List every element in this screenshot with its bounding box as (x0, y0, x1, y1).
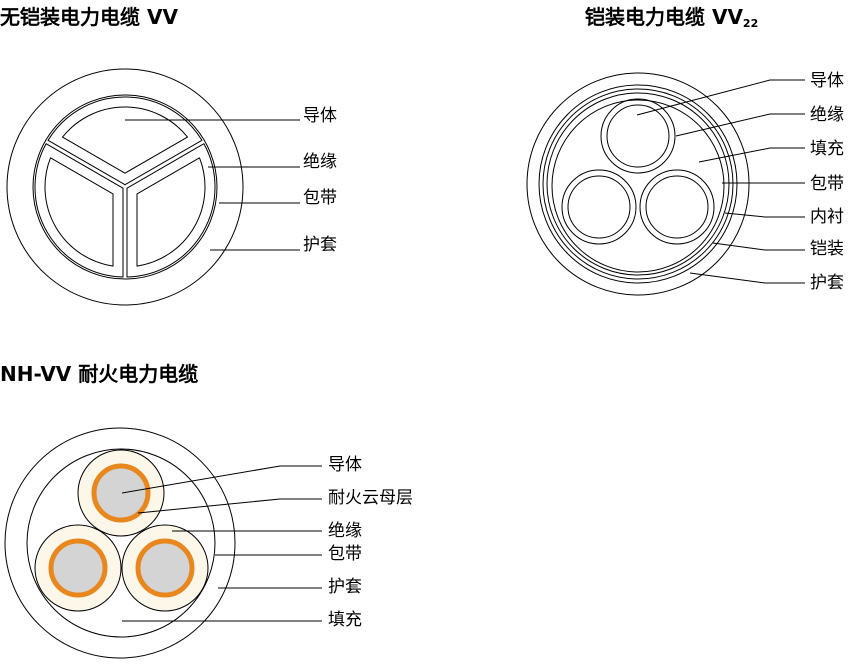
label-armor: 铠装 (810, 239, 844, 259)
label-mica-layer: 耐火云母层 (328, 488, 413, 508)
sector-cores (34, 96, 216, 278)
core-conductor (44, 157, 114, 267)
core-conductor-mica (91, 463, 151, 523)
tape-circle (32, 94, 218, 280)
leader-line (121, 465, 322, 494)
leader-line (698, 147, 805, 163)
leader-line (675, 113, 805, 137)
core-conductor-mica (135, 538, 195, 598)
sheath-circle (6, 68, 244, 306)
label-inner-lining: 内衬 (810, 207, 844, 227)
unarmored-cable-diagram: 无铠装电力电缆 VV 导体 绝缘 包带 护套 (0, 5, 337, 306)
inner-lining-circle (546, 92, 730, 276)
leader-line (724, 212, 805, 218)
leader-line (137, 498, 322, 514)
sheath-circle (4, 427, 236, 659)
fire-resistant-cores (34, 449, 209, 612)
core-conductor (645, 175, 709, 239)
core-insulation (47, 96, 203, 186)
fire-resistant-cable-diagram: NH-VV 耐火电力电缆 导体 耐火云母层 绝缘 包带 护套 填充 (0, 362, 413, 659)
core-conductor-mica (48, 538, 108, 598)
armor-inner-circle (542, 88, 734, 280)
armored-cable-diagram: 铠装电力电缆 VV22 导体 绝缘 填充 包带 内衬 铠装 护套 (526, 5, 844, 296)
label-sheath: 护套 (328, 577, 362, 597)
leader-line (712, 242, 805, 251)
core-insulation (34, 143, 124, 278)
core-insulation (126, 143, 216, 278)
label-conductor: 导体 (303, 106, 337, 126)
label-tape: 包带 (810, 174, 844, 194)
diagram-title: NH-VV 耐火电力电缆 (0, 362, 198, 386)
leader-line (636, 79, 805, 116)
label-conductor: 导体 (810, 71, 844, 91)
core-conductor (606, 104, 670, 168)
tape-circle (551, 99, 725, 273)
core-conductor (62, 106, 188, 174)
label-sheath: 护套 (303, 235, 337, 255)
label-conductor: 导体 (328, 455, 362, 475)
label-insulation: 绝缘 (303, 152, 337, 172)
core-insulation (561, 169, 637, 245)
diagram-title: 无铠装电力电缆 VV (0, 5, 178, 29)
core-insulation (639, 169, 715, 245)
label-sheath: 护套 (810, 273, 844, 293)
armor-outer-circle (538, 84, 738, 284)
label-filler: 填充 (810, 139, 844, 159)
core-conductor (567, 175, 631, 239)
core-insulation (600, 98, 676, 174)
label-insulation: 绝缘 (328, 521, 362, 541)
label-tape: 包带 (328, 544, 362, 564)
label-insulation: 绝缘 (810, 105, 844, 125)
leader-line (689, 272, 805, 284)
diagram-title: 铠装电力电缆 VV22 (585, 5, 758, 30)
sheath-circle (526, 72, 750, 296)
label-tape: 包带 (303, 188, 337, 208)
label-filler: 填充 (328, 610, 362, 630)
core-conductor (136, 157, 206, 267)
tape-circle (26, 448, 216, 638)
